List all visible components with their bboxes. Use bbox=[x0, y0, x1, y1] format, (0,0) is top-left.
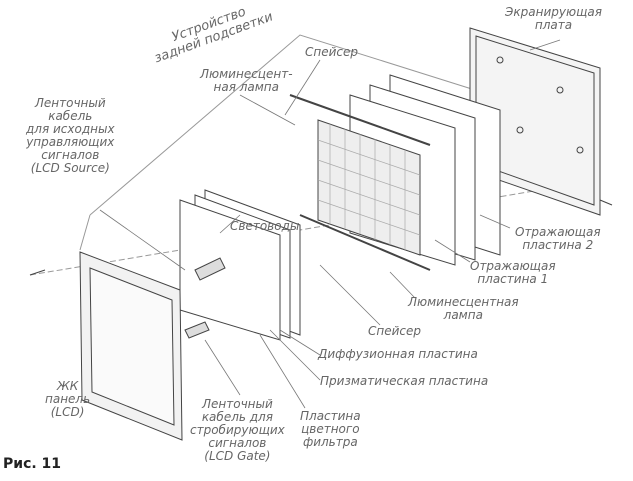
label-color-filter: Пластина цветного фильтра bbox=[300, 409, 361, 449]
label-diffusion-plate: Диффузионная пластина bbox=[318, 347, 478, 361]
label-source-cable: Ленточный кабель для исходных управляющи… bbox=[26, 96, 115, 175]
label-reflector-1: Отражающая пластина 1 bbox=[470, 259, 556, 286]
label-lamp-top: Люминесцент- ная лампа bbox=[200, 67, 293, 94]
label-spacer-top: Спейсер bbox=[305, 45, 359, 59]
label-reflector-2: Отражающая пластина 2 bbox=[515, 225, 601, 252]
leader-lines bbox=[99, 39, 561, 409]
label-lamp-bottom: Люминесцентная лампа bbox=[408, 295, 519, 322]
light-guide-grid bbox=[289, 94, 431, 271]
label-lcd-panel: ЖК панель (LCD) bbox=[45, 379, 91, 419]
label-prism-plate: Призматическая пластина bbox=[320, 374, 489, 388]
figure-caption: Рис. 11 bbox=[3, 456, 62, 472]
label-shield-plate: Экранирующая плата bbox=[505, 5, 602, 32]
label-gate-cable: Ленточный кабель для стробирующих сигнал… bbox=[190, 397, 285, 463]
optical-plates bbox=[179, 189, 301, 341]
lcd-panel bbox=[29, 251, 210, 441]
assembly-outline bbox=[29, 34, 601, 276]
label-light-guides: Световоды bbox=[230, 219, 300, 233]
label-spacer-bottom: Спейсер bbox=[368, 324, 422, 338]
